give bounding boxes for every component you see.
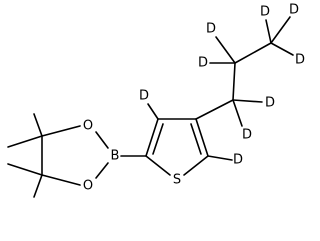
bond-c4-c5-double [190, 123, 202, 155]
bond-cb-d2 [215, 36, 236, 64]
bond-methyl-2 [7, 135, 43, 148]
atom-d-b1: D [198, 56, 208, 71]
atom-labels: O O B S D D D D D D D D D [83, 3, 305, 194]
bond-c-o-lower [41, 174, 81, 186]
atom-d-c3: D [295, 53, 305, 68]
bond-c4-c5 [195, 118, 209, 157]
bond-cc-d3 [270, 42, 294, 56]
bond-o-lower-b [95, 162, 109, 179]
molecule-svg: O O B S D D D D D D D D D [7, 3, 305, 198]
bond-cc-d1 [265, 19, 272, 44]
bond-c3-d [147, 103, 159, 120]
atom-d-a1: D [265, 96, 275, 111]
bond-c2-c3 [145, 118, 159, 157]
bond-methyl-3 [7, 163, 43, 176]
bond-c5-s [183, 155, 209, 176]
bond-c5-d [207, 155, 233, 161]
atom-d-ring5: D [233, 153, 243, 168]
bond-ca-d1 [232, 99, 263, 103]
bond-cc-d2 [270, 16, 291, 44]
atom-d-b2: D [206, 22, 216, 37]
atom-d-a2: D [242, 128, 252, 143]
bonds [7, 16, 294, 198]
atom-d-c2: D [289, 3, 299, 18]
atom-o-upper: O [83, 119, 93, 134]
atom-s: S [173, 173, 181, 188]
bond-c2-c3-double [152, 123, 164, 155]
bond-ca-cb [232, 62, 236, 101]
bond-s-c2 [145, 155, 171, 176]
bond-methyl-4 [33, 174, 43, 198]
atom-b: B [111, 149, 120, 164]
bond-ca-d2 [232, 99, 243, 127]
atom-o-lower: O [83, 179, 93, 194]
bond-c4-ca [195, 99, 234, 120]
atom-d-ring3: D [139, 89, 149, 104]
bond-methyl-1 [33, 113, 43, 137]
bond-o-upper-c [41, 125, 81, 137]
bond-cb-cc [234, 42, 272, 64]
atom-d-c1: D [260, 5, 270, 20]
bond-b-o-upper [95, 131, 109, 149]
structure-diagram: O O B S D D D D D D D D D [7, 3, 305, 198]
